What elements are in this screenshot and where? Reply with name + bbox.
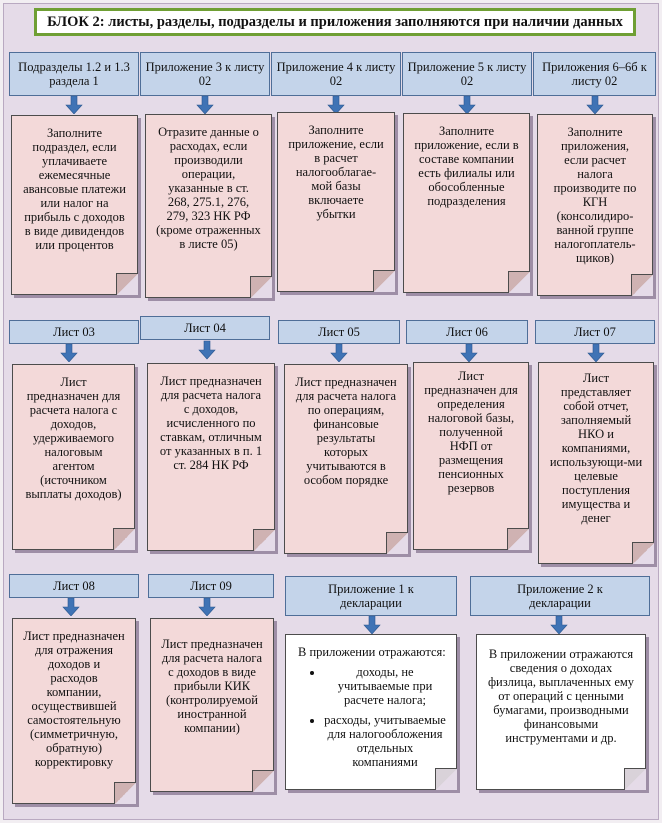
note-text: Лист предназначен для расчета налога с д… [159, 374, 263, 472]
arrow-down-icon [363, 616, 381, 634]
note-appendix-4: Заполните приложение, если в расчет нало… [277, 112, 395, 292]
note-sheet-03: Лист предназначен для расчета налога с д… [12, 364, 135, 550]
header-appendix-5: Приложение 5 к листу 02 [402, 52, 532, 96]
note-text: В приложении отражаются сведения о доход… [487, 647, 635, 745]
note-sheet-07: Лист представляет собой отчет, заполняем… [538, 362, 654, 564]
arrow-down-icon [196, 96, 214, 114]
note-text: Лист представляет собой отчет, заполняем… [549, 371, 643, 525]
note-sheet-06: Лист предназначен для определения налого… [413, 362, 529, 550]
header-appendix-4: Приложение 4 к листу 02 [271, 52, 401, 96]
header-text: Приложение 1 к декларации [328, 582, 414, 610]
arrow-down-icon [198, 598, 216, 616]
arrow-down-icon [327, 96, 345, 114]
header-sheet-07: Лист 07 [535, 320, 655, 344]
header-appendix-3: Приложение 3 к листу 02 [140, 52, 270, 96]
note-sheet-09: Лист предназначен для расчета налога с д… [150, 618, 274, 792]
note-declaration-appendix-1: В приложении отражаются: доходы, не учит… [285, 634, 457, 790]
note-sheet-05: Лист предназначен для расчета налога по … [284, 364, 408, 554]
note-declaration-appendix-2: В приложении отражаются сведения о доход… [476, 634, 646, 790]
header-sheet-08: Лист 08 [9, 574, 139, 598]
header-sheet-09: Лист 09 [148, 574, 274, 598]
note-text: Заполните подраздел, если уплачиваете еж… [23, 126, 126, 252]
note-sheet-08: Лист предназначен для отражения доходов … [12, 618, 136, 804]
note-appendix-6: Заполните приложения, если расчет налога… [537, 114, 653, 296]
arrow-down-icon [65, 96, 83, 114]
note-appendix-3: Отразите данные о расходах, если произво… [145, 114, 272, 298]
header-subsections-1-2-1-3: Подразделы 1.2 и 1.3 раздела 1 [9, 52, 139, 96]
arrow-down-icon [550, 616, 568, 634]
bullet-list: доходы, не учитываемые при расчете налог… [298, 665, 446, 769]
note-text: Отразите данные о расходах, если произво… [156, 125, 261, 251]
arrow-down-icon [198, 340, 216, 360]
arrow-down-icon [458, 96, 476, 114]
note-subsections-1-2-1-3: Заполните подраздел, если уплачиваете еж… [11, 115, 138, 295]
bullet-item: расходы, учитываемые для налогообложения… [324, 713, 446, 769]
arrow-down-icon [62, 598, 80, 616]
note-sheet-04: Лист предназначен для расчета налога с д… [147, 363, 275, 551]
header-declaration-appendix-1: Приложение 1 к декларации [285, 576, 457, 616]
header-text: Приложение 2 к декларации [517, 582, 603, 610]
block-title: БЛОК 2: листы, разделы, подразделы и при… [34, 8, 636, 36]
note-text: Лист предназначен для расчета налога с д… [161, 637, 263, 735]
header-sheet-06: Лист 06 [406, 320, 528, 344]
note-text: Лист предназначен для определения налого… [424, 369, 518, 495]
arrow-down-icon [460, 344, 478, 362]
header-sheet-03: Лист 03 [9, 320, 139, 344]
arrow-down-icon [586, 96, 604, 114]
note-text: Заполните приложение, если в составе ком… [414, 124, 519, 208]
note-text: Заполните приложения, если расчет налога… [553, 125, 637, 265]
arrow-down-icon [60, 344, 78, 362]
arrow-down-icon [587, 344, 605, 362]
header-sheet-04: Лист 04 [140, 316, 270, 340]
bullet-item: доходы, не учитываемые при расчете налог… [324, 665, 446, 707]
header-sheet-05: Лист 05 [278, 320, 400, 344]
header-appendix-6: Приложения 6–6б к листу 02 [533, 52, 656, 96]
note-text: Лист предназначен для отражения доходов … [23, 629, 125, 769]
note-lead-text: В приложении отражаются: [298, 645, 446, 659]
header-declaration-appendix-2: Приложение 2 к декларации [470, 576, 650, 616]
arrow-down-icon [330, 344, 348, 362]
note-text: Заполните приложение, если в расчет нало… [288, 123, 384, 221]
note-text: Лист предназначен для расчета налога по … [295, 375, 397, 487]
note-appendix-5: Заполните приложение, если в составе ком… [403, 113, 530, 293]
note-text: Лист предназначен для расчета налога с д… [25, 375, 122, 501]
